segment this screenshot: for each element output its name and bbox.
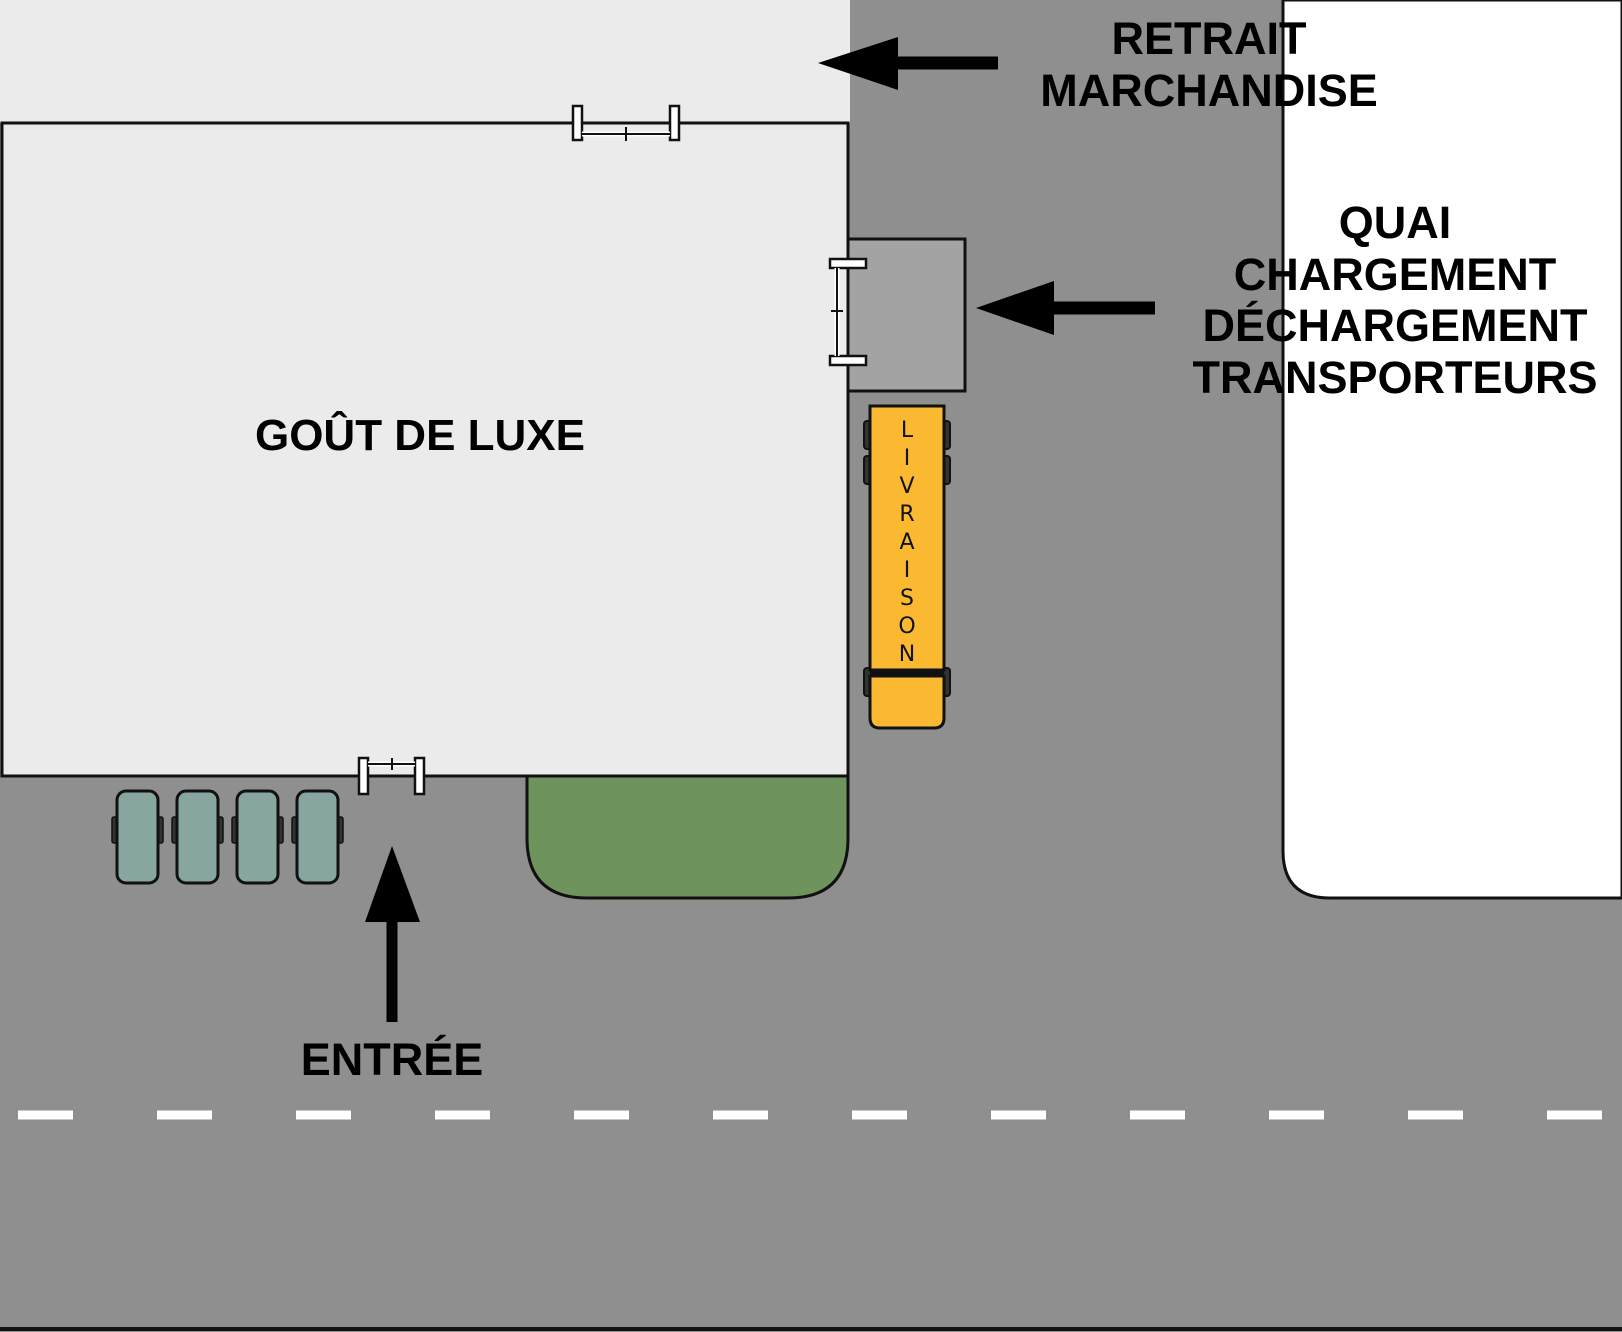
loading-dock	[846, 237, 967, 393]
dock-door	[828, 257, 868, 367]
parked-cars	[111, 789, 344, 885]
parked-car	[111, 789, 164, 885]
truck-letter: S	[900, 586, 914, 611]
store-building	[0, 121, 850, 778]
truck-trailer	[868, 404, 946, 672]
truck-letter: I	[904, 558, 911, 583]
pickup-label-line2: MARCHANDISE	[1040, 65, 1378, 116]
neighbor-block	[1281, 0, 1622, 900]
arrow-to-pickup	[818, 37, 998, 90]
parked-car	[171, 789, 224, 885]
truck-cab	[868, 674, 946, 730]
truck-letter: I	[904, 446, 911, 471]
truck-letter: L	[901, 418, 914, 443]
dock-label-line1: QUAI	[1339, 197, 1452, 248]
delivery-truck: L I V R A I S O N	[863, 404, 951, 730]
pickup-label-line1: RETRAIT	[1112, 13, 1307, 64]
dock-label-line3: DÉCHARGEMENT	[1202, 300, 1587, 351]
dock-label-line4: TRANSPORTEURS	[1192, 352, 1597, 403]
store-name: GOÛT DE LUXE	[255, 409, 585, 460]
parked-car	[231, 789, 284, 885]
truck-letter: N	[899, 642, 915, 667]
dock-label-line2: CHARGEMENT	[1234, 249, 1557, 300]
arrow-to-dock	[976, 281, 1155, 335]
truck-letter: R	[899, 502, 914, 527]
pickup-zone	[0, 0, 850, 123]
entrance-door	[357, 756, 426, 796]
truck-letter: O	[898, 614, 915, 639]
pickup-door	[571, 104, 681, 142]
truck-letter: A	[899, 530, 914, 555]
parked-car	[291, 789, 344, 885]
green-area	[525, 774, 850, 900]
truck-letter: V	[899, 474, 914, 499]
arrow-to-entrance	[365, 846, 420, 1022]
entrance-label: ENTRÉE	[301, 1034, 484, 1085]
